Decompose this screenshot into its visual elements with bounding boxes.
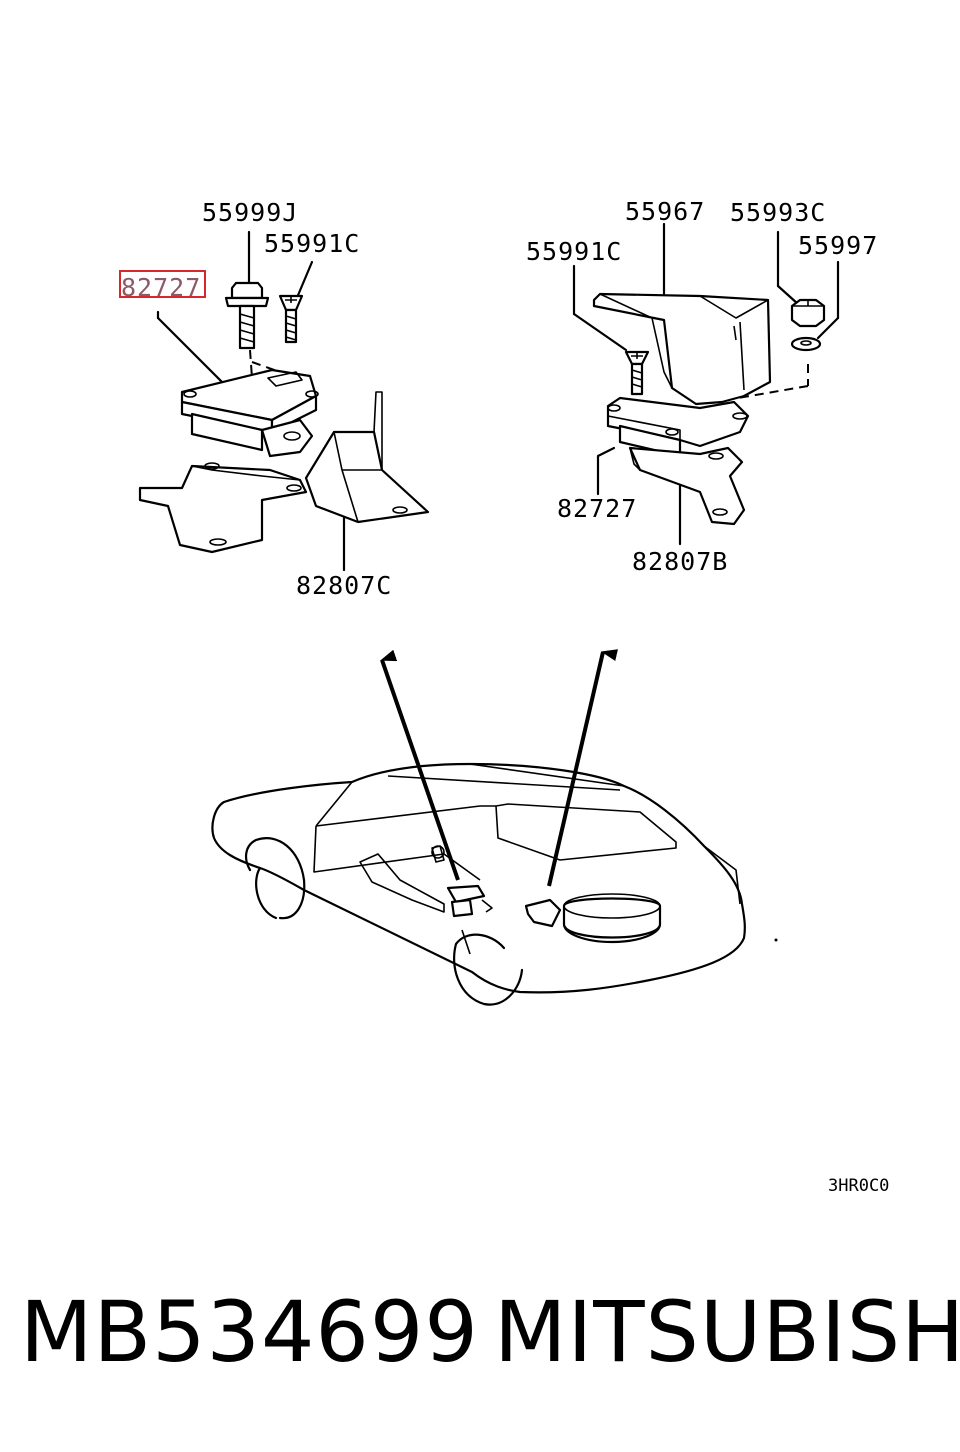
- label-55997: 55997: [798, 231, 878, 260]
- car-outline-icon: [211, 762, 778, 1006]
- sensor-unit-icon-right: [606, 396, 750, 458]
- flange-bolt-icon: [224, 281, 270, 350]
- left-assembly: 55999J 55991C 82727 82807C: [119, 198, 430, 600]
- label-55999j: 55999J: [202, 198, 298, 227]
- sensor-unit-icon: [180, 368, 319, 458]
- countersunk-screw-icon: [278, 294, 304, 344]
- right-assembly: 55967 55993C 55997 55991C 82727 82807B: [526, 197, 878, 576]
- mounting-bracket-icon: [138, 391, 430, 554]
- washer-icon: [790, 336, 822, 352]
- leader-55993c-b: [776, 284, 800, 306]
- mounting-bracket-icon-right: [628, 446, 746, 526]
- leader-55991c-right-b: [572, 312, 628, 352]
- diagram-code: 3HR0C0: [828, 1176, 889, 1196]
- leader-82727-right: [596, 446, 616, 496]
- label-82807b: 82807B: [632, 547, 728, 576]
- arrow-to-right-assembly: [547, 649, 618, 887]
- sensor-cover-icon: [592, 292, 772, 406]
- highlight-box: [119, 270, 206, 298]
- countersunk-screw-icon-right: [624, 350, 650, 396]
- leader-82727-left-b: [156, 316, 234, 394]
- part-number-caption: MB534699: [20, 1283, 479, 1381]
- label-55991c-left: 55991C: [264, 229, 360, 258]
- hex-nut-icon: [790, 298, 826, 328]
- label-82807c: 82807C: [296, 571, 392, 600]
- leader-55991c-left: [294, 260, 314, 302]
- leader-55997-b: [816, 316, 840, 340]
- label-55993c: 55993C: [730, 198, 826, 227]
- label-55967: 55967: [625, 197, 705, 226]
- label-82727-highlighted: 82727: [121, 273, 201, 302]
- brand-caption: MITSUBISHI: [494, 1283, 960, 1381]
- label-82727-right: 82727: [557, 494, 637, 523]
- label-55991c-right: 55991C: [526, 237, 622, 266]
- arrow-to-left-assembly: [380, 649, 460, 881]
